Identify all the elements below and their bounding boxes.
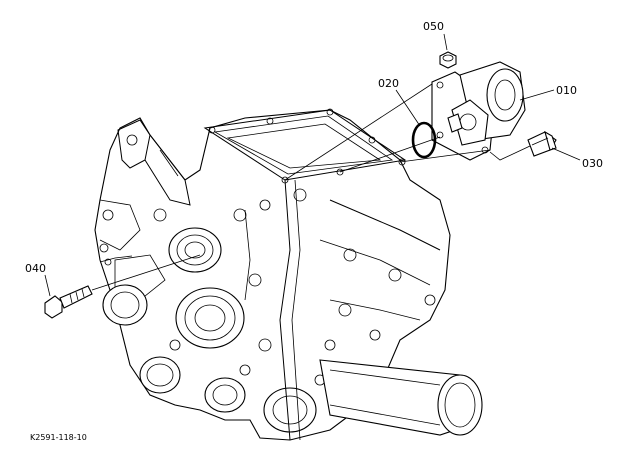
figure-code: K2591-118-10: [30, 433, 87, 442]
part-050-nut: [439, 51, 457, 69]
part-010-hydraulic-pump: [431, 61, 526, 161]
part-040-bolt: [44, 285, 93, 319]
output-tube: [319, 359, 483, 436]
assembly-lines: [44, 33, 581, 297]
callout-040: 040: [25, 262, 46, 275]
callout-010: 010: [556, 84, 577, 97]
callout-030: 030: [582, 157, 603, 170]
callout-020: 020: [378, 77, 399, 90]
part-020-o-ring: [411, 121, 437, 159]
callout-050: 050: [423, 20, 444, 33]
transmission-case: [94, 108, 451, 441]
part-030-fitting: [527, 130, 557, 157]
